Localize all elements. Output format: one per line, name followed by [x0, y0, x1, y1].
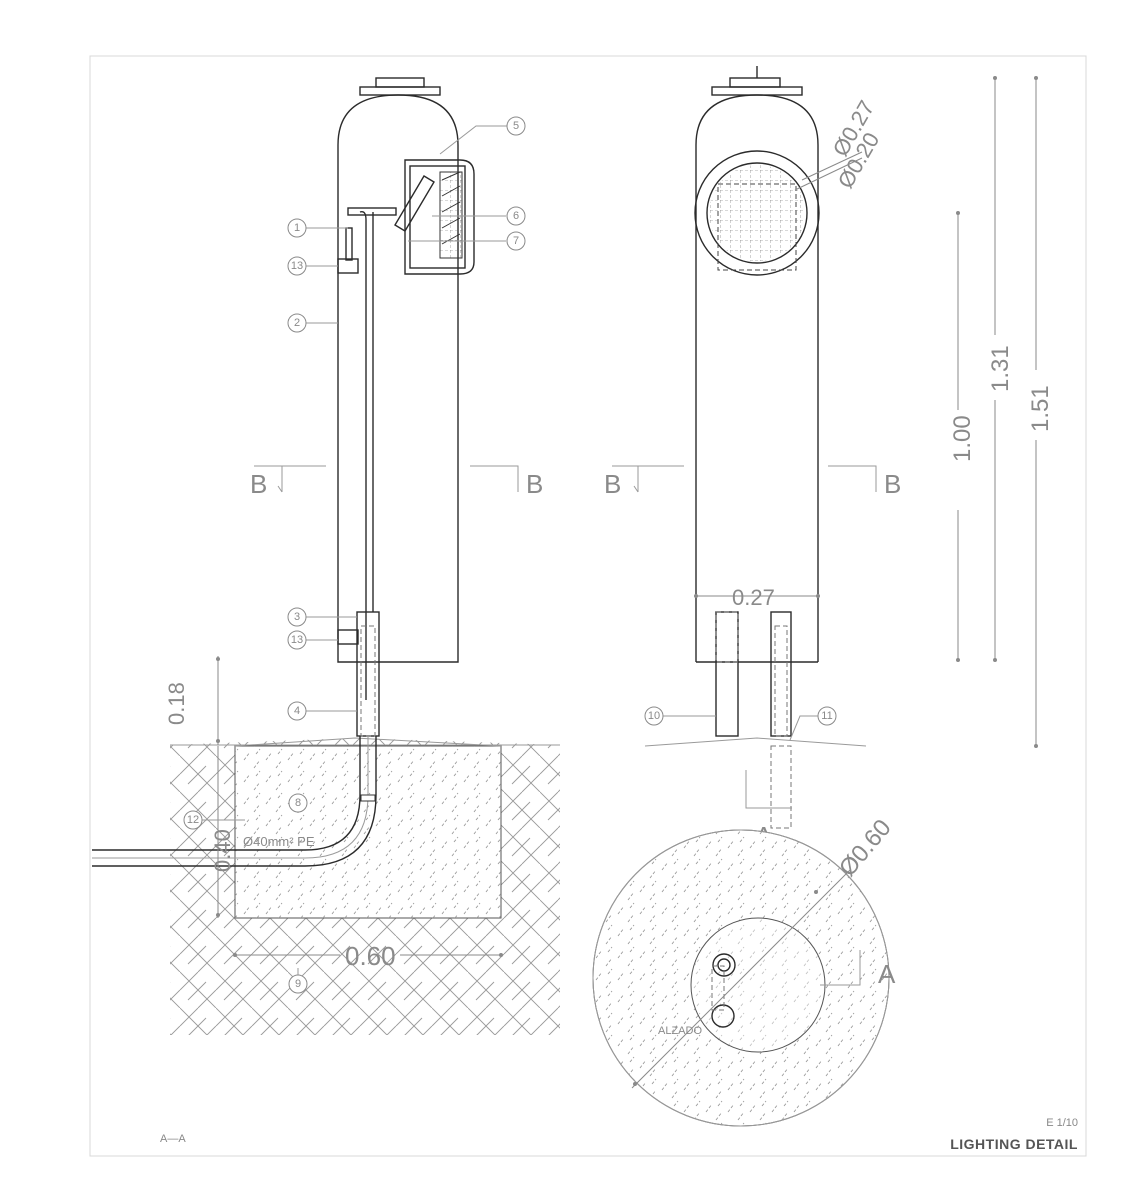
section-cut-b-left: B	[250, 469, 267, 499]
callout-7: 7	[506, 231, 526, 251]
dim-height-above: 0.18	[164, 682, 189, 725]
cut-a-plan: A	[878, 959, 896, 989]
callout-8: 8	[288, 793, 308, 813]
internal-conduit	[359, 210, 367, 700]
svg-text:6: 6	[513, 210, 519, 222]
svg-text:5: 5	[513, 120, 519, 132]
dim-1-31: 1.31	[987, 345, 1014, 392]
alzado-label: ALZADO	[658, 1025, 702, 1037]
callout-1: 1	[287, 218, 307, 238]
callout-10: 10	[644, 706, 664, 726]
section-label-aa: A—A	[160, 1133, 186, 1145]
section-cut-b-right: B	[526, 469, 543, 499]
svg-text:13: 13	[291, 634, 303, 646]
callout-5: 5	[506, 116, 526, 136]
title-block: A—A E 1/10 LIGHTING DETAIL	[160, 1117, 1078, 1152]
callout-12: 12	[183, 810, 203, 830]
drawing-title: LIGHTING DETAIL	[950, 1136, 1078, 1152]
svg-text:1: 1	[294, 222, 300, 234]
svg-text:4: 4	[294, 705, 300, 717]
scale-label: E 1/10	[1046, 1117, 1078, 1129]
dim-1-00: 1.00	[949, 415, 976, 462]
lamp-fixture	[394, 175, 435, 232]
svg-text:2: 2	[294, 317, 300, 329]
svg-text:13: 13	[291, 260, 303, 272]
svg-text:7: 7	[513, 235, 519, 247]
svg-text:12: 12	[187, 814, 199, 826]
lamp-outer-ring	[694, 150, 820, 276]
svg-text:8: 8	[295, 797, 301, 809]
conduit-label: Ø40mm² PE	[243, 834, 315, 849]
plan-view: Ø0.60 A ALZADO	[592, 814, 897, 1127]
bracket	[347, 207, 397, 216]
callout-13b: 13	[287, 630, 307, 650]
section-view: B B 0.18 0.40 0.60 Ø40mm² PE	[92, 77, 560, 1035]
callouts: 1 13 2 3 13 4 5 6	[183, 116, 837, 994]
dim-plan-diameter: Ø0.60	[834, 814, 897, 881]
dim-1-51: 1.51	[1027, 385, 1054, 432]
svg-text:10: 10	[648, 710, 660, 722]
elev-cut-b-left: B	[604, 469, 621, 499]
callout-11: 11	[817, 706, 837, 726]
dim-width: 0.60	[345, 941, 396, 971]
sheet-border	[89, 55, 1087, 1157]
post-cap	[359, 86, 441, 96]
callout-2: 2	[287, 313, 307, 333]
callout-9: 9	[288, 974, 308, 994]
dim-elev-width: 0.27	[732, 585, 775, 610]
elevation-view: A B B 0.27 Ø0.27 Ø0.20 1.00 1.31 1.51	[604, 66, 1054, 851]
svg-text:9: 9	[295, 978, 301, 990]
lamp-housing	[404, 159, 475, 275]
svg-text:3: 3	[294, 611, 300, 623]
lamp-inner-ring	[706, 162, 808, 264]
svg-text:11: 11	[821, 710, 832, 722]
buried-conduit	[92, 736, 361, 851]
callout-4: 4	[287, 701, 307, 721]
callout-13a: 13	[287, 256, 307, 276]
callout-6: 6	[506, 206, 526, 226]
elev-cut-b-right: B	[884, 469, 901, 499]
dim-depth: 0.40	[210, 829, 235, 872]
callout-3: 3	[287, 607, 307, 627]
anchor-sleeve	[356, 611, 380, 737]
